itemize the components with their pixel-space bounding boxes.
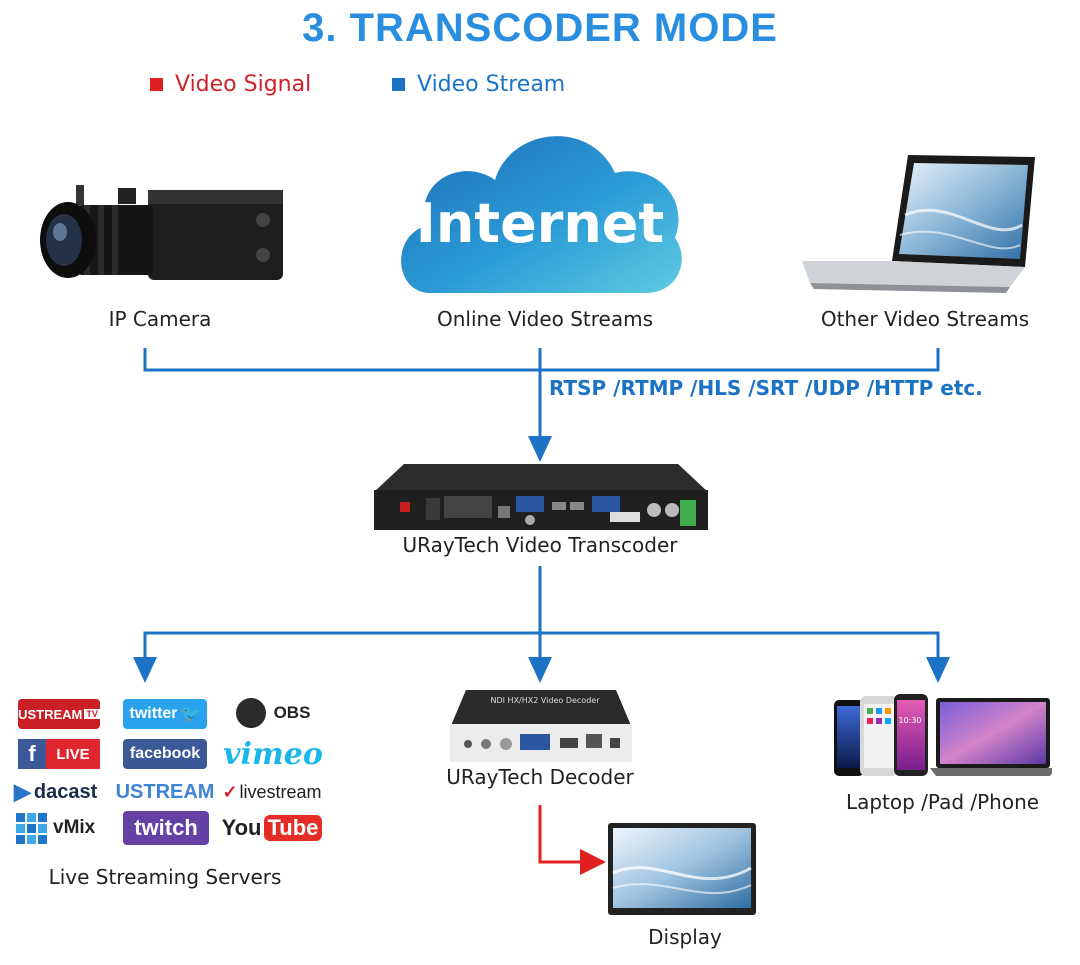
decoder-device-icon	[450, 690, 632, 762]
legend-signal-swatch	[150, 78, 163, 91]
legend-stream-swatch	[392, 78, 405, 91]
transcoder-device-icon	[374, 464, 708, 530]
arrow-to-display	[580, 849, 606, 875]
dacast-logo: ▶ dacast	[14, 777, 104, 807]
twitter-text: twitter	[129, 705, 178, 722]
legend-signal-label: Video Signal	[175, 72, 312, 97]
display-monitor-icon	[608, 823, 756, 915]
display-label: Display	[648, 925, 722, 949]
decoder-label: URayTech Decoder	[446, 765, 634, 789]
twitch-logo: twitch	[123, 811, 209, 845]
youtube-you-text: You	[221, 815, 262, 840]
decoder-to-display-line	[538, 805, 582, 864]
ustream-logo: USTREAM	[115, 780, 215, 803]
dacast-text: dacast	[33, 780, 98, 803]
streaming-servers-label: Live Streaming Servers	[48, 865, 282, 889]
youtube-logo: You Tube	[222, 811, 323, 845]
vmix-logo: vMix	[16, 812, 102, 844]
vmix-grid-icon	[16, 812, 47, 844]
legend-stream-label: Video Stream	[417, 72, 566, 97]
internet-label: Internet	[415, 192, 665, 255]
laptop-icon	[802, 155, 1035, 293]
facebook-live-logo: f LIVE	[18, 739, 100, 769]
phone-time-text: 10:30	[898, 716, 922, 725]
livestream-text: livestream	[239, 781, 322, 802]
protocols-label: RTSP /RTMP /HLS /SRT /UDP /HTTP etc.	[549, 376, 983, 400]
facebook-live-text: LIVE	[46, 739, 100, 769]
dacast-icon: ▶	[14, 779, 31, 804]
ustreamtv-logo: USTREAM TV	[18, 699, 100, 729]
twitter-logo: twitter 🐦	[123, 699, 207, 729]
internet-cloud-icon	[401, 136, 682, 293]
ustreamtv-badge: TV	[84, 709, 100, 719]
vimeo-logo: vimeo	[223, 736, 323, 772]
devices-icon	[834, 694, 1052, 776]
facebook-f-icon: f	[18, 739, 46, 769]
devices-label: Laptop /Pad /Phone	[845, 790, 1040, 814]
obs-icon	[235, 698, 266, 728]
ip-camera-label: IP Camera	[108, 307, 212, 331]
livestream-icon: ✓	[222, 781, 238, 802]
livestream-logo: ✓ livestream	[222, 777, 322, 807]
vmix-text: vMix	[53, 817, 96, 838]
ip-camera-icon	[40, 185, 283, 280]
transcoder-label: URayTech Video Transcoder	[402, 533, 678, 557]
online-streams-label: Online Video Streams	[436, 307, 654, 331]
arrow-to-transcoder	[528, 436, 552, 462]
arrow-to-servers	[133, 657, 157, 683]
ustreamtv-text: USTREAM	[18, 706, 83, 722]
facebook-logo: facebook	[123, 739, 207, 769]
obs-text: OBS	[273, 703, 311, 722]
legend-video-signal: Video Signal	[150, 72, 311, 97]
decoder-panel-text: NDI HX/HX2 Video Decoder	[490, 696, 600, 705]
youtube-tube-text: Tube	[263, 815, 323, 841]
twitter-bird-icon: 🐦	[180, 706, 201, 723]
other-streams-label: Other Video Streams	[820, 307, 1030, 331]
arrow-to-devices	[926, 657, 950, 683]
page-title: 3. TRANSCODER MODE	[302, 6, 778, 50]
legend-video-stream: Video Stream	[392, 72, 565, 97]
arrow-to-decoder	[528, 657, 552, 683]
obs-logo: OBS	[228, 696, 318, 730]
